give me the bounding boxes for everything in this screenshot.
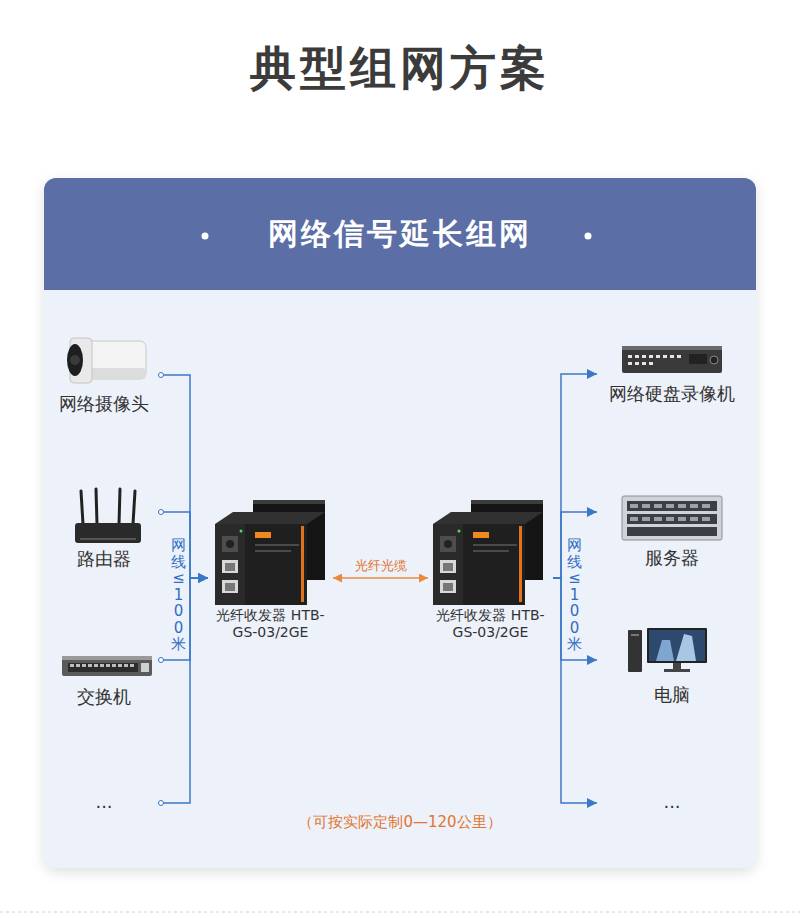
bus-dot — [159, 801, 164, 806]
router-icon — [75, 489, 141, 543]
dashed-rule — [0, 912, 800, 913]
device-node: 电脑 — [597, 625, 747, 707]
switch-icon — [62, 656, 152, 676]
device-illustrations — [44, 178, 756, 868]
cable-length-label: 网线≤100米 — [566, 536, 583, 654]
device-node: 服务器 — [597, 490, 747, 570]
device-caption: 路由器 — [50, 547, 158, 571]
converter-icon — [215, 500, 325, 605]
device-caption: ... — [597, 790, 747, 814]
camera-icon — [67, 338, 146, 383]
panel-card: 网络信号延长组网网络摄像头路由器交换机... 光纤收发器 HTB-GS-03/2G… — [44, 178, 756, 868]
device-caption: 网络摄像头 — [50, 392, 158, 416]
computer-icon — [628, 628, 707, 672]
bus-dot — [159, 510, 164, 515]
converter-icon — [433, 500, 543, 605]
device-caption: 电脑 — [597, 683, 747, 707]
device-caption: 网络硬盘录像机 — [597, 382, 747, 406]
converter-node: 光纤收发器 HTB-GS-03/2GE — [208, 495, 333, 641]
bus-dot — [159, 373, 164, 378]
device-node: 网络摄像头 — [50, 330, 158, 416]
bus-dot — [159, 658, 164, 663]
device-caption: 服务器 — [597, 546, 747, 570]
device-node: 路由器 — [50, 485, 158, 571]
band-heading: 网络信号延长组网 — [44, 214, 756, 254]
device-node: ... — [597, 790, 747, 814]
device-node: 交换机 — [50, 645, 158, 709]
edge-label: 光纤光缆 — [352, 558, 410, 574]
device-node: 网络硬盘录像机 — [597, 340, 747, 406]
device-node: ... — [50, 790, 158, 814]
converter-caption: 光纤收发器 HTB-GS-03/2GE — [428, 607, 553, 641]
fiber-connector — [333, 577, 428, 579]
cable-length-label: 网线≤100米 — [170, 536, 187, 654]
distance-note: （可按实际定制0—120公里） — [44, 812, 756, 832]
converter-node: 光纤收发器 HTB-GS-03/2GE — [428, 495, 553, 641]
device-caption: 交换机 — [50, 685, 158, 709]
device-caption: ... — [50, 790, 158, 814]
server-icon — [622, 496, 722, 540]
header-dot — [585, 233, 592, 240]
header-dot — [202, 233, 209, 240]
converter-caption: 光纤收发器 HTB-GS-03/2GE — [208, 607, 333, 641]
connector-layer — [44, 178, 756, 868]
nvr-icon — [622, 346, 722, 373]
page-title: 典型组网方案 — [0, 38, 800, 100]
